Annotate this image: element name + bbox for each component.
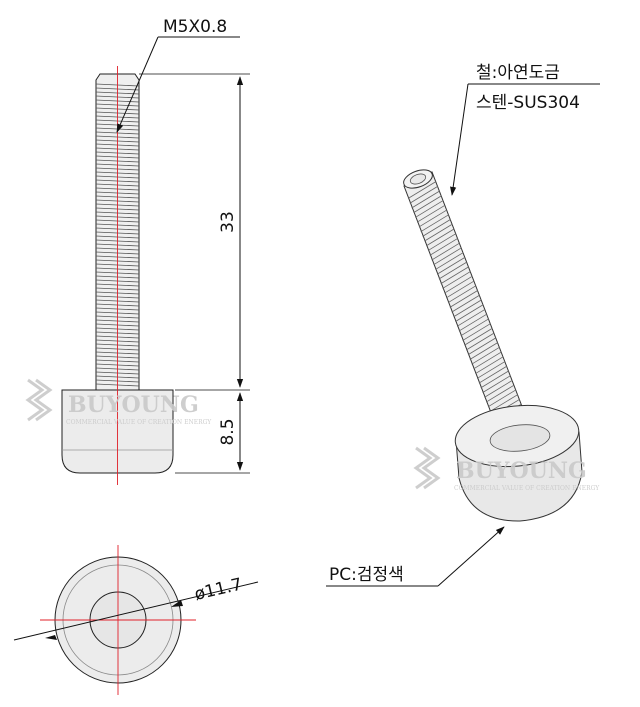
material-leader [450, 83, 469, 196]
watermark-brand-2: BUYOUNG [456, 458, 587, 484]
watermark-tagline-2: COMMERCIAL VALUE OF CREATION ENERGY [454, 485, 600, 492]
watermark-brand: BUYOUNG [68, 392, 199, 418]
iso-view: 철:아연도금 스텐-SUS304 PC:검정색 [326, 63, 600, 587]
material-steel-label: 철:아연도금 [476, 63, 560, 83]
bottom-view: ø11.7 [13, 545, 259, 695]
watermark-logo-icon-2 [413, 446, 441, 490]
material-stainless-label: 스텐-SUS304 [476, 93, 580, 113]
dimension-8-5-label: 8.5 [218, 418, 238, 445]
iso-cap [454, 404, 583, 522]
diameter-label: ø11.7 [193, 575, 245, 605]
watermark-tagline: COMMERCIAL VALUE OF CREATION ENERGY [66, 419, 212, 426]
front-view: 33 8.5 M5X0.8 [61, 17, 250, 485]
dimension-33-label: 33 [218, 211, 238, 233]
watermark-logo-icon [25, 378, 53, 422]
cap-material-leader [437, 526, 505, 587]
watermark-right: BUYOUNG COMMERCIAL VALUE OF CREATION ENE… [413, 446, 600, 492]
cap-material-label: PC:검정색 [329, 565, 404, 585]
diameter-leader [13, 581, 259, 641]
watermark-left: BUYOUNG COMMERCIAL VALUE OF CREATION ENE… [25, 378, 212, 426]
thread-leader [116, 36, 159, 133]
thread-spec-label: M5X0.8 [163, 17, 227, 37]
